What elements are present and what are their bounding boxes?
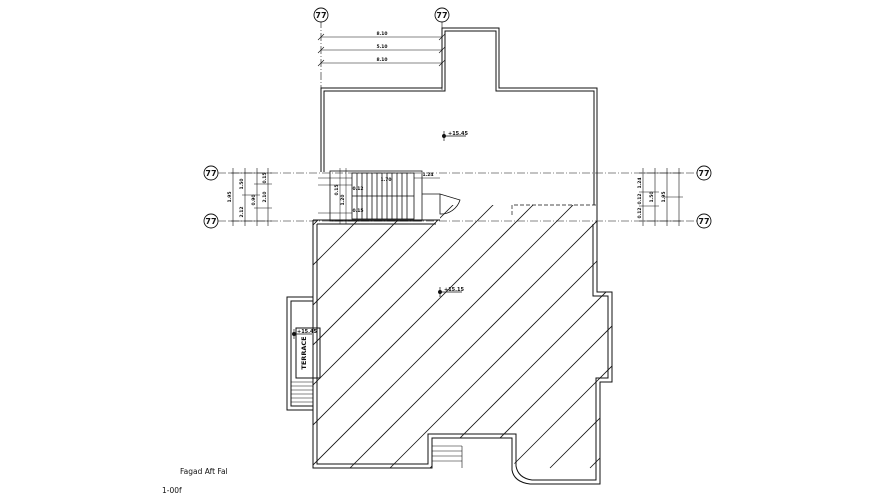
lower-floor-slab	[312, 204, 613, 485]
dimensions-left: 1.95 1.50 0.90 0.15 2.10 2.12	[227, 168, 272, 226]
drawing-title-block: Fagad Aft Fal 1-00f	[162, 467, 228, 495]
entrance-steps	[432, 445, 463, 468]
level-terrace-label: +15.45	[297, 329, 318, 335]
dim-right-2: 0.12	[637, 193, 643, 204]
dim-stair-4: 1.20	[340, 194, 346, 205]
dim-top-3: 8.10	[376, 57, 387, 63]
grid-bubble-label: 77	[698, 169, 709, 178]
grid-bubble-label: 77	[205, 169, 216, 178]
terrace-steps	[291, 381, 313, 403]
level-lower-label: +15.15	[444, 287, 465, 293]
dim-stair-5: 0.12	[352, 186, 363, 192]
level-marker-terrace: +15.45	[292, 329, 318, 339]
level-markers: +15.45 +15.15 +15.45	[292, 131, 469, 339]
level-marker-upper: +15.45	[442, 131, 469, 141]
grid-bubble-right-lower: 77	[696, 213, 712, 229]
dim-left-3: 0.90	[251, 194, 257, 205]
grid-bubble-left-upper: 77	[203, 165, 219, 181]
stair-treads	[352, 173, 414, 219]
dim-left-6: 2.12	[239, 206, 245, 217]
dim-top-2: 5.10	[376, 44, 387, 50]
door-swing	[439, 193, 461, 215]
dim-right-5: 1.95	[661, 191, 667, 202]
dim-stair-1: 1.70	[380, 177, 391, 183]
grid-bubble-label: 77	[436, 11, 447, 20]
dimensions-top: 8.10 5.10 8.10	[317, 31, 446, 67]
lower-floor-walls	[312, 205, 613, 485]
sheet-number: 1-00f	[162, 486, 182, 495]
dim-right-1: 1.24	[637, 177, 643, 188]
dim-left-2: 1.50	[239, 178, 245, 189]
drawing-title: Fagad Aft Fal	[180, 467, 228, 476]
grid-bubble-label: 77	[698, 217, 709, 226]
dim-left-1: 1.95	[227, 191, 233, 202]
dim-left-4: 0.15	[262, 172, 268, 183]
dim-right-4: 1.50	[649, 191, 655, 202]
dim-right-3: 0.12	[637, 207, 643, 218]
dim-top-1: 8.10	[376, 31, 387, 37]
grid-bubble-label: 77	[205, 217, 216, 226]
floor-hatch	[313, 205, 612, 469]
stair-dimension-lines	[318, 168, 440, 224]
terrace: TERRACE	[286, 296, 321, 411]
dim-stair-6: 0.15	[352, 208, 363, 214]
grid-bubble-label: 77	[315, 11, 326, 20]
dim-left-5: 2.10	[262, 191, 268, 202]
dim-stair-2: 1.24	[422, 172, 433, 178]
projection-line	[511, 204, 597, 215]
dim-stair-3: 0.15	[334, 184, 340, 195]
grid-bubble-left-lower: 77	[203, 213, 219, 229]
terrace-label: TERRACE	[300, 336, 308, 369]
grid-bubble-right-upper: 77	[696, 165, 712, 181]
stair-block: 1.70 1.24 0.15 1.20 0.12 0.15	[318, 168, 461, 224]
level-upper-label: +15.45	[448, 131, 469, 137]
dimensions-right: 1.24 0.12 0.12 1.50 1.95	[637, 168, 683, 226]
level-marker-lower: +15.15	[438, 287, 465, 297]
grid-bubble-top-right: 77	[434, 7, 450, 23]
grid-bubble-top-left: 77	[313, 7, 329, 23]
grid-bubbles: 77 77 77 77 77 77	[203, 7, 712, 229]
upper-room-walls	[320, 27, 598, 205]
grid-lines	[218, 20, 697, 222]
